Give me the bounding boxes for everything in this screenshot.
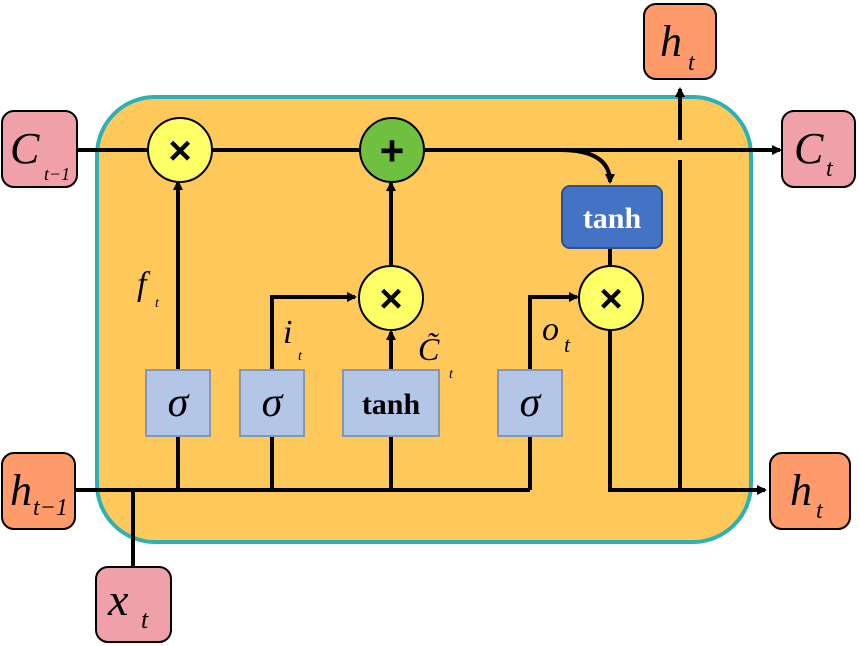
output-signal-label: o t: [542, 311, 571, 357]
o-t-sub: t: [564, 332, 571, 357]
input-h-prev-main: h: [10, 466, 32, 515]
output-c-t-box: C t: [781, 110, 856, 188]
input-signal-label: i t: [283, 314, 303, 364]
forget-gate-label: σ: [168, 380, 191, 426]
output-c-t-main: C: [794, 124, 824, 173]
input-multiply-symbol: ×: [379, 277, 402, 321]
candidate-tanh-label: tanh: [362, 388, 421, 421]
input-gate-label: σ: [262, 380, 285, 426]
output-h-t-right-main: h: [790, 466, 812, 515]
input-x-t-main: x: [107, 574, 129, 625]
input-x-t-sub: t: [141, 605, 149, 634]
input-c-prev-box: C t−1: [1, 110, 78, 188]
input-x-t-box: x t: [95, 566, 172, 643]
cell-state-tanh-label: tanh: [583, 202, 642, 235]
input-c-prev-sub: t−1: [44, 164, 70, 184]
output-h-t-top-main: h: [660, 17, 682, 66]
input-gate-sigma: σ: [239, 369, 305, 437]
input-h-prev-sub: t−1: [33, 495, 68, 521]
output-h-t-right-box: h t: [769, 452, 851, 530]
cell-add-symbol: +: [380, 127, 405, 174]
candidate-tanh-gate: tanh: [342, 369, 440, 437]
o-t-main: o: [542, 311, 559, 348]
forget-gate-sigma: σ: [145, 369, 211, 437]
connection-lines: [75, 87, 782, 567]
c-tilde-sub: t: [449, 367, 454, 382]
output-h-t-top-sub: t: [688, 50, 696, 76]
output-h-t-right-sub: t: [816, 498, 824, 524]
i-t-main: i: [283, 314, 292, 351]
forget-multiply-op: ×: [147, 117, 213, 183]
f-t-sub: t: [155, 296, 160, 311]
output-multiply-op: ×: [578, 265, 644, 331]
i-t-sub: t: [298, 349, 303, 364]
c-tilde-main: C̃: [418, 331, 440, 367]
cell-add-op: +: [359, 117, 425, 183]
output-gate-label: σ: [520, 380, 543, 426]
input-multiply-op: ×: [358, 265, 424, 331]
output-h-t-top-box: h t: [643, 3, 717, 80]
input-h-prev-box: h t−1: [1, 452, 76, 530]
candidate-signal-label: C̃ t: [418, 331, 454, 382]
cell-state-tanh: tanh: [561, 185, 663, 249]
output-multiply-symbol: ×: [599, 277, 622, 321]
output-c-t-sub: t: [826, 156, 834, 182]
output-gate-sigma: σ: [497, 369, 563, 437]
input-c-prev-main: C: [10, 124, 40, 173]
forget-multiply-symbol: ×: [168, 129, 191, 173]
